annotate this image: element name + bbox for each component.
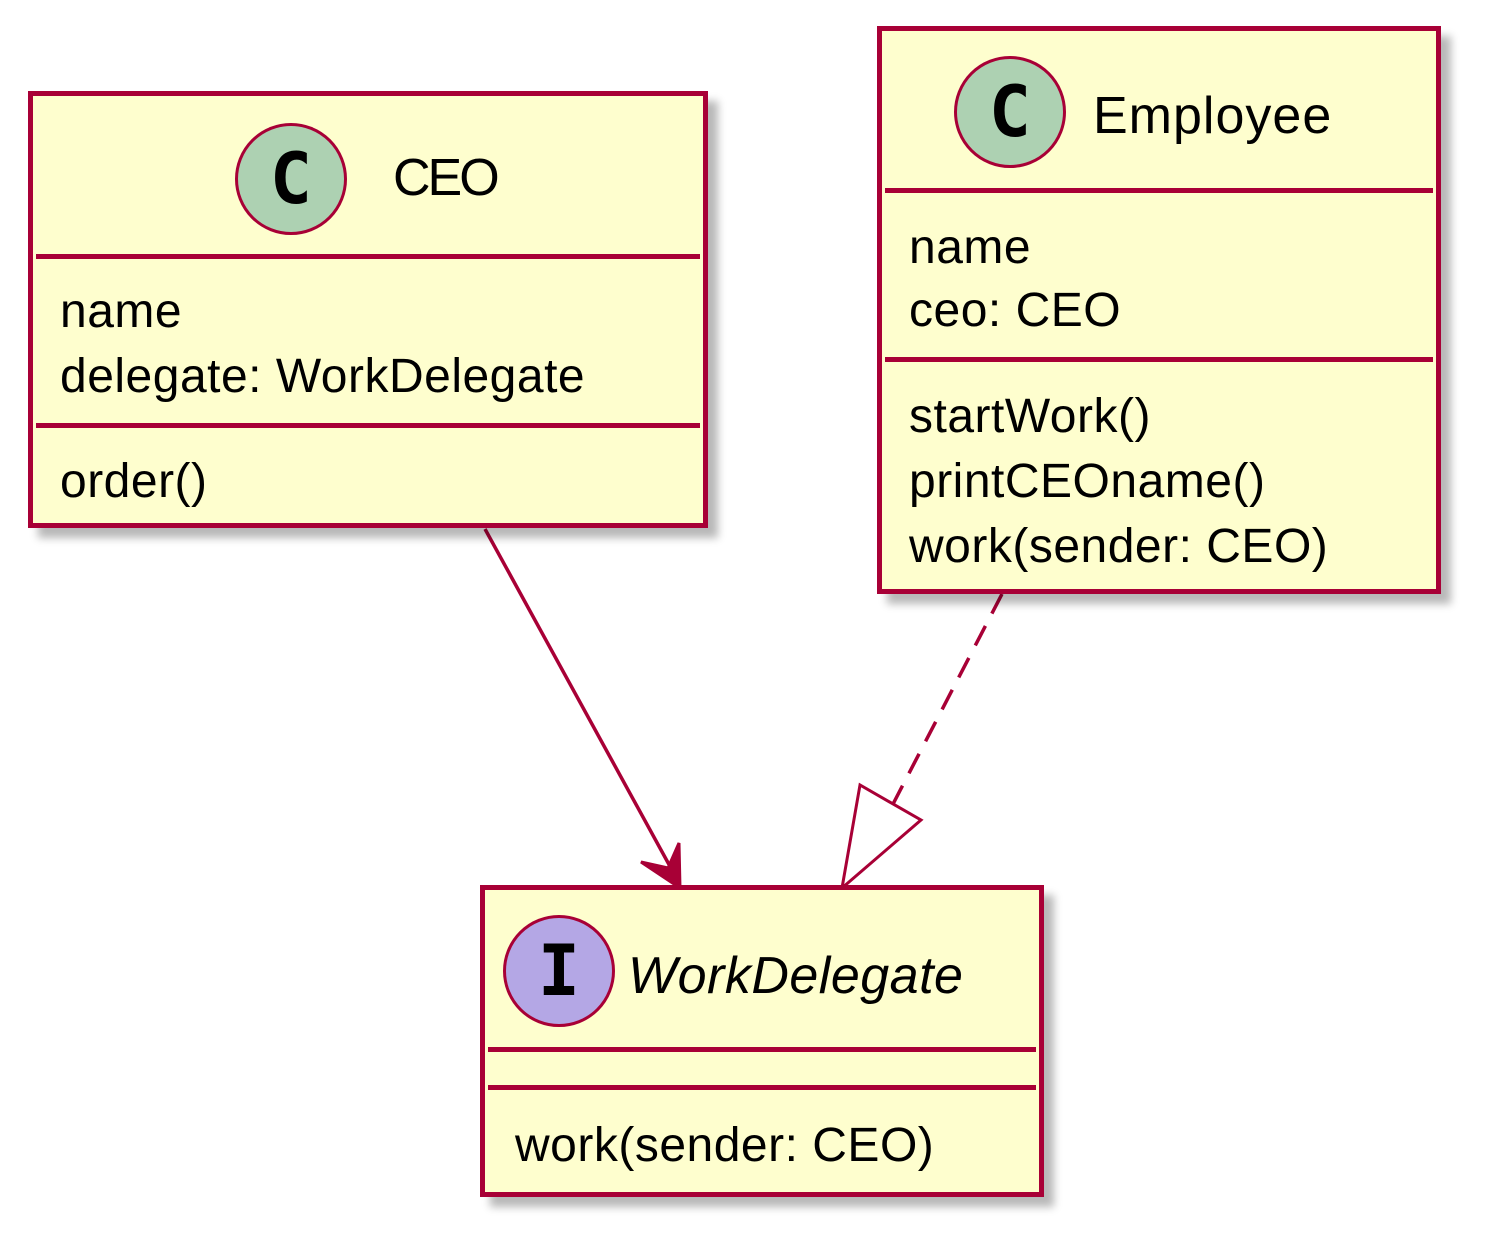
realization-employee-to-workdelegate [839,593,1004,892]
association-arrowhead [640,842,682,891]
method: printCEOname() [909,455,1266,508]
method: work(sender: CEO) [515,1119,935,1172]
class-title: CEO [393,149,500,207]
method: order() [60,455,208,508]
realization-arrowhead [839,782,924,892]
divider [885,357,1433,362]
method: startWork() [909,390,1151,443]
interface-circle-icon: I [503,915,615,1027]
divider [36,423,700,428]
class-ceo[interactable]: C CEO name delegate: WorkDelegate order(… [28,91,708,528]
attribute: name [60,285,183,338]
attribute: ceo: CEO [909,284,1122,337]
attribute: delegate: WorkDelegate [60,350,586,403]
divider [36,254,700,259]
attribute: name [909,221,1032,274]
divider [488,1047,1036,1052]
class-circle-icon: C [235,123,347,235]
interface-workdelegate[interactable]: I WorkDelegate work(sender: CEO) [480,885,1044,1197]
association-ceo-to-workdelegate [483,528,682,891]
divider [885,188,1433,193]
class-employee[interactable]: C Employee name ceo: CEO startWork() pri… [877,26,1441,594]
divider [488,1085,1036,1090]
method: work(sender: CEO) [909,520,1329,573]
interface-title: WorkDelegate [628,947,964,1005]
class-circle-icon: C [954,56,1066,168]
class-title: Employee [1093,87,1333,145]
